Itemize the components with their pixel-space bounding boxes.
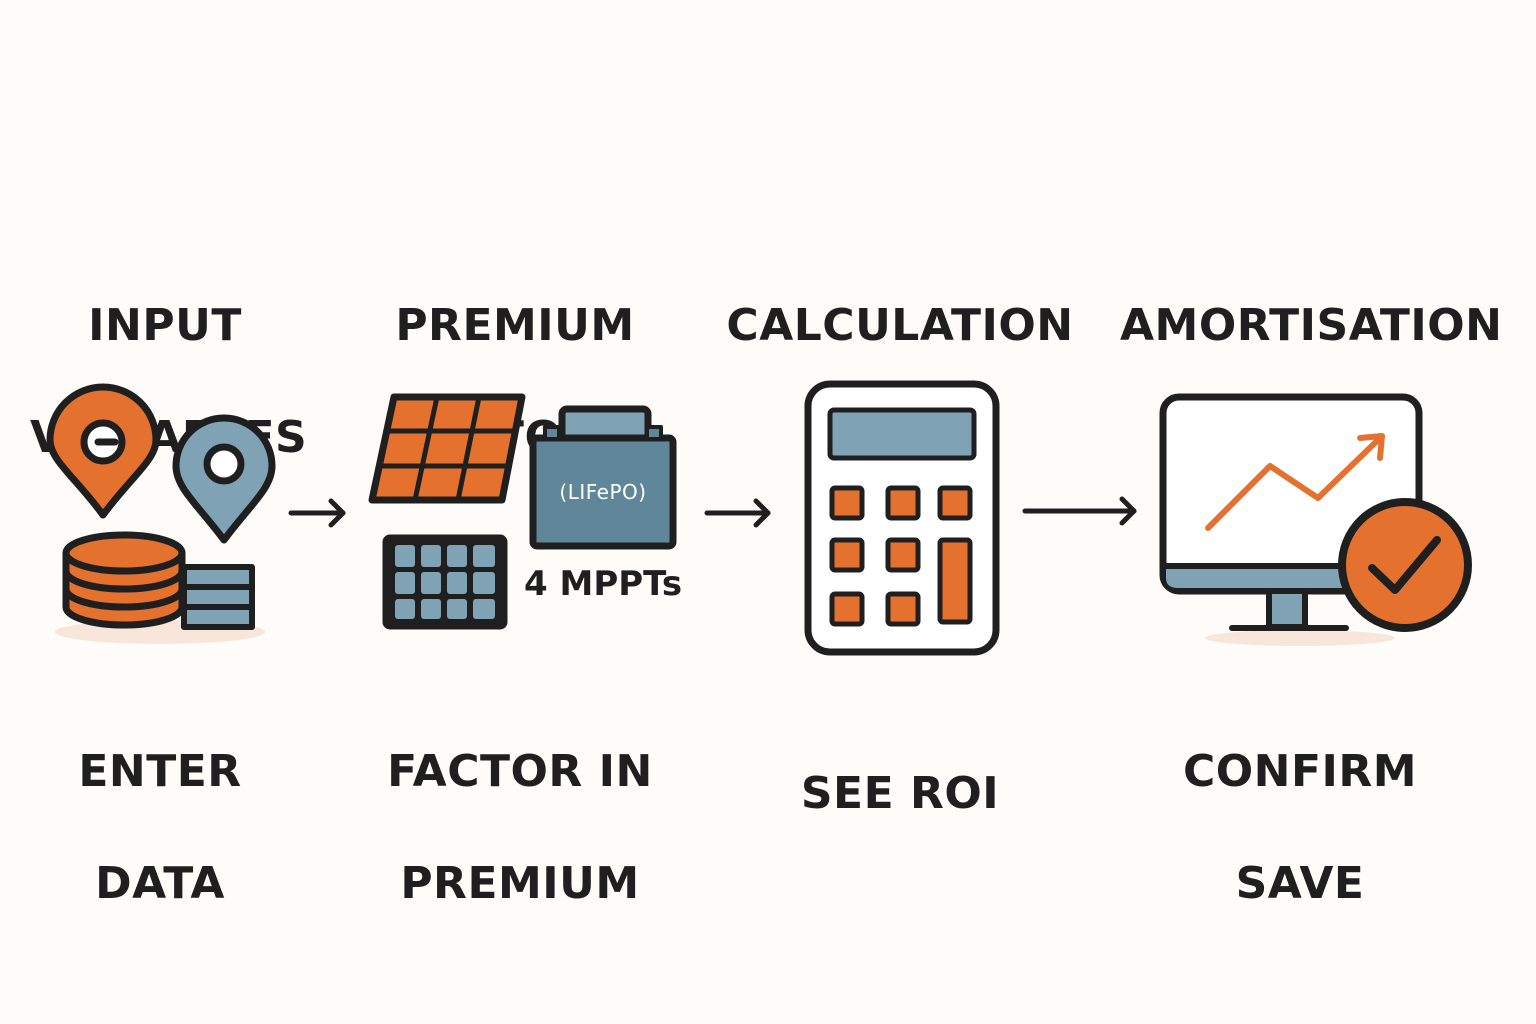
mppt-count-label: 4 MPPTs [524, 564, 683, 604]
step-3-title: CALCULATION [720, 242, 1080, 410]
monitor-chart-check-icon [1159, 393, 1472, 646]
orange-location-pin-icon [46, 383, 160, 519]
arrow-right-icon [288, 498, 346, 528]
step-1-caption-line-1: ENTER [78, 746, 242, 797]
step-2-title-line-1: PREMIUM [395, 300, 635, 351]
solar-panel-battery-icon [368, 393, 677, 630]
icon-shadow [1205, 630, 1395, 646]
trend-line-icon [1205, 433, 1385, 531]
step-3-title-line-1: CALCULATION [726, 300, 1074, 351]
step-1-caption-line-2: DATA [95, 858, 225, 909]
grid-module-icon [382, 534, 508, 630]
battery-chemistry-label: (LIFePO) [559, 480, 647, 504]
step-4-title-line-1: AMORTISATION [1120, 300, 1503, 351]
step-4-caption: CONFIRM SAVE [1160, 688, 1440, 968]
calculator-keys [829, 485, 973, 627]
step-1-caption: ENTER DATA [30, 688, 290, 968]
solar-panel-icon [368, 393, 526, 504]
arrow-right-icon [704, 498, 771, 528]
database-icon [62, 531, 186, 629]
battery-icon [529, 405, 677, 550]
calculator-display [827, 407, 977, 461]
step-2-caption-line-1: FACTOR IN [387, 746, 653, 797]
records-stack-icon [181, 564, 255, 630]
location-pins-database-icon [46, 383, 276, 644]
blue-location-pin-icon [172, 414, 276, 544]
step-4-caption-line-2: SAVE [1235, 858, 1365, 909]
step-3-caption-line-1: SEE ROI [800, 768, 1000, 819]
step-1-title-line-1: INPUT [88, 300, 242, 351]
calculator-icon [804, 380, 1000, 656]
step-4-caption-line-1: CONFIRM [1182, 746, 1418, 797]
step-3-caption: SEE ROI [760, 710, 1040, 878]
step-2-caption: FACTOR IN PREMIUM [380, 688, 660, 968]
arrow-right-icon [1022, 496, 1137, 526]
step-2-caption-line-2: PREMIUM [400, 858, 640, 909]
check-badge-icon [1338, 498, 1472, 632]
